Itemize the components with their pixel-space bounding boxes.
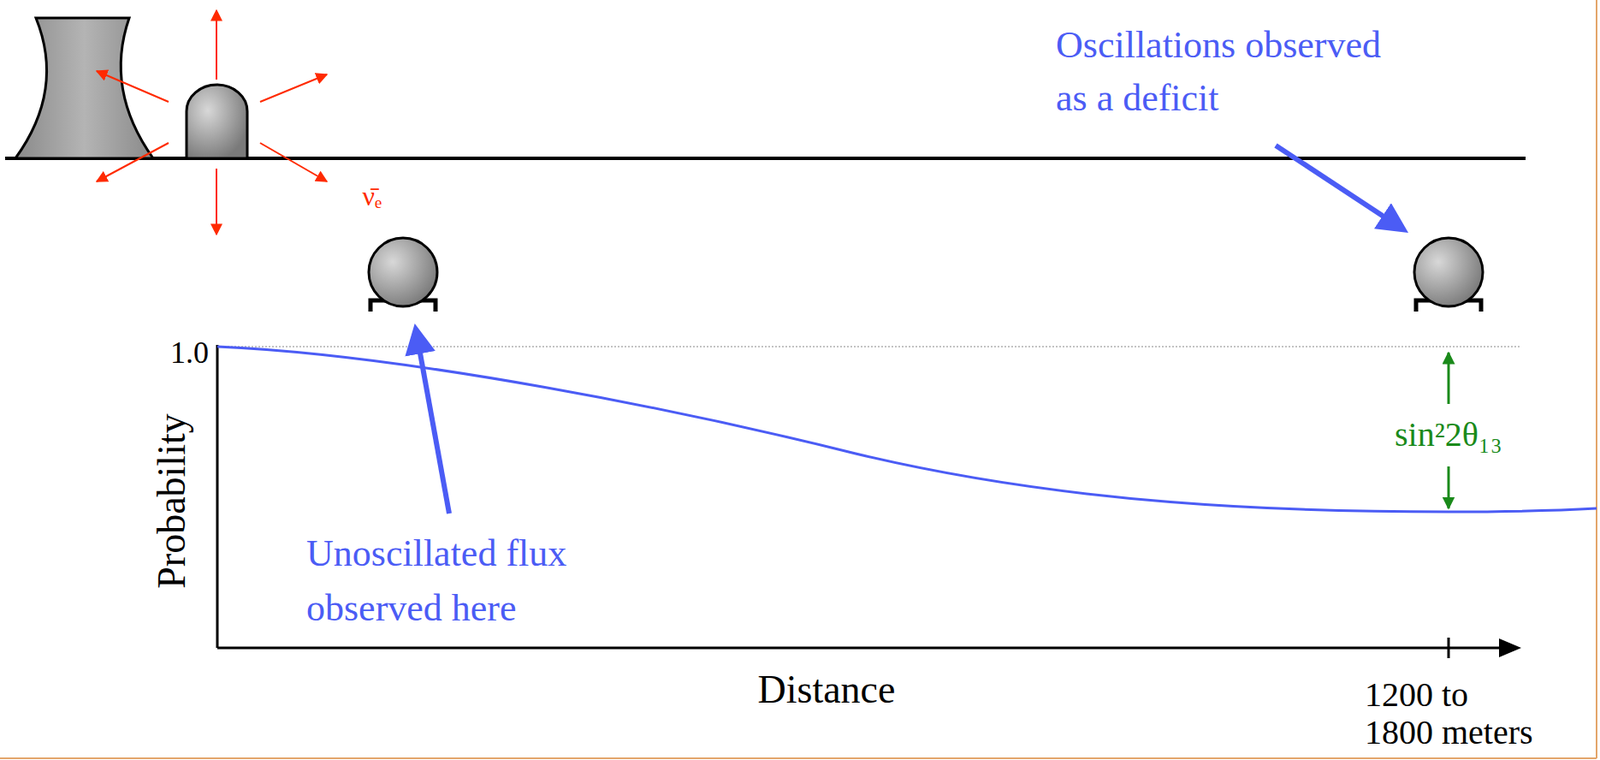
callout-text: Unoscillated flux observed here [306, 526, 598, 636]
axis-title: Distance [758, 666, 896, 712]
mixing-angle-label: sin²2θ₁₃ [1392, 414, 1506, 455]
frame-line [1595, 0, 1598, 759]
y-axis [216, 344, 220, 648]
reactor-dome [186, 84, 248, 159]
axis-arrowhead [1499, 638, 1522, 658]
neutrino-arrows [96, 10, 327, 235]
amplitude-arrow [1447, 466, 1451, 509]
amplitude-arrow [1447, 352, 1451, 404]
axis-title: Probability [148, 413, 195, 588]
neutrino-symbol: ν̄ₑ [362, 180, 383, 213]
cooling-tower [15, 17, 154, 159]
axis-tick [1447, 637, 1451, 658]
leader-arrow [415, 329, 450, 514]
near-detector [368, 237, 438, 312]
axis-value: 1.0 [170, 335, 209, 371]
frame-line [0, 757, 1597, 759]
leader-arrow [1275, 145, 1404, 230]
far-detector [1414, 237, 1483, 312]
x-axis [217, 646, 1506, 650]
callout-text: Oscillations observed as a deficit [1055, 18, 1399, 125]
reference-line [217, 346, 1521, 348]
distance-value: 1200 to 1800 meters [1362, 675, 1544, 752]
